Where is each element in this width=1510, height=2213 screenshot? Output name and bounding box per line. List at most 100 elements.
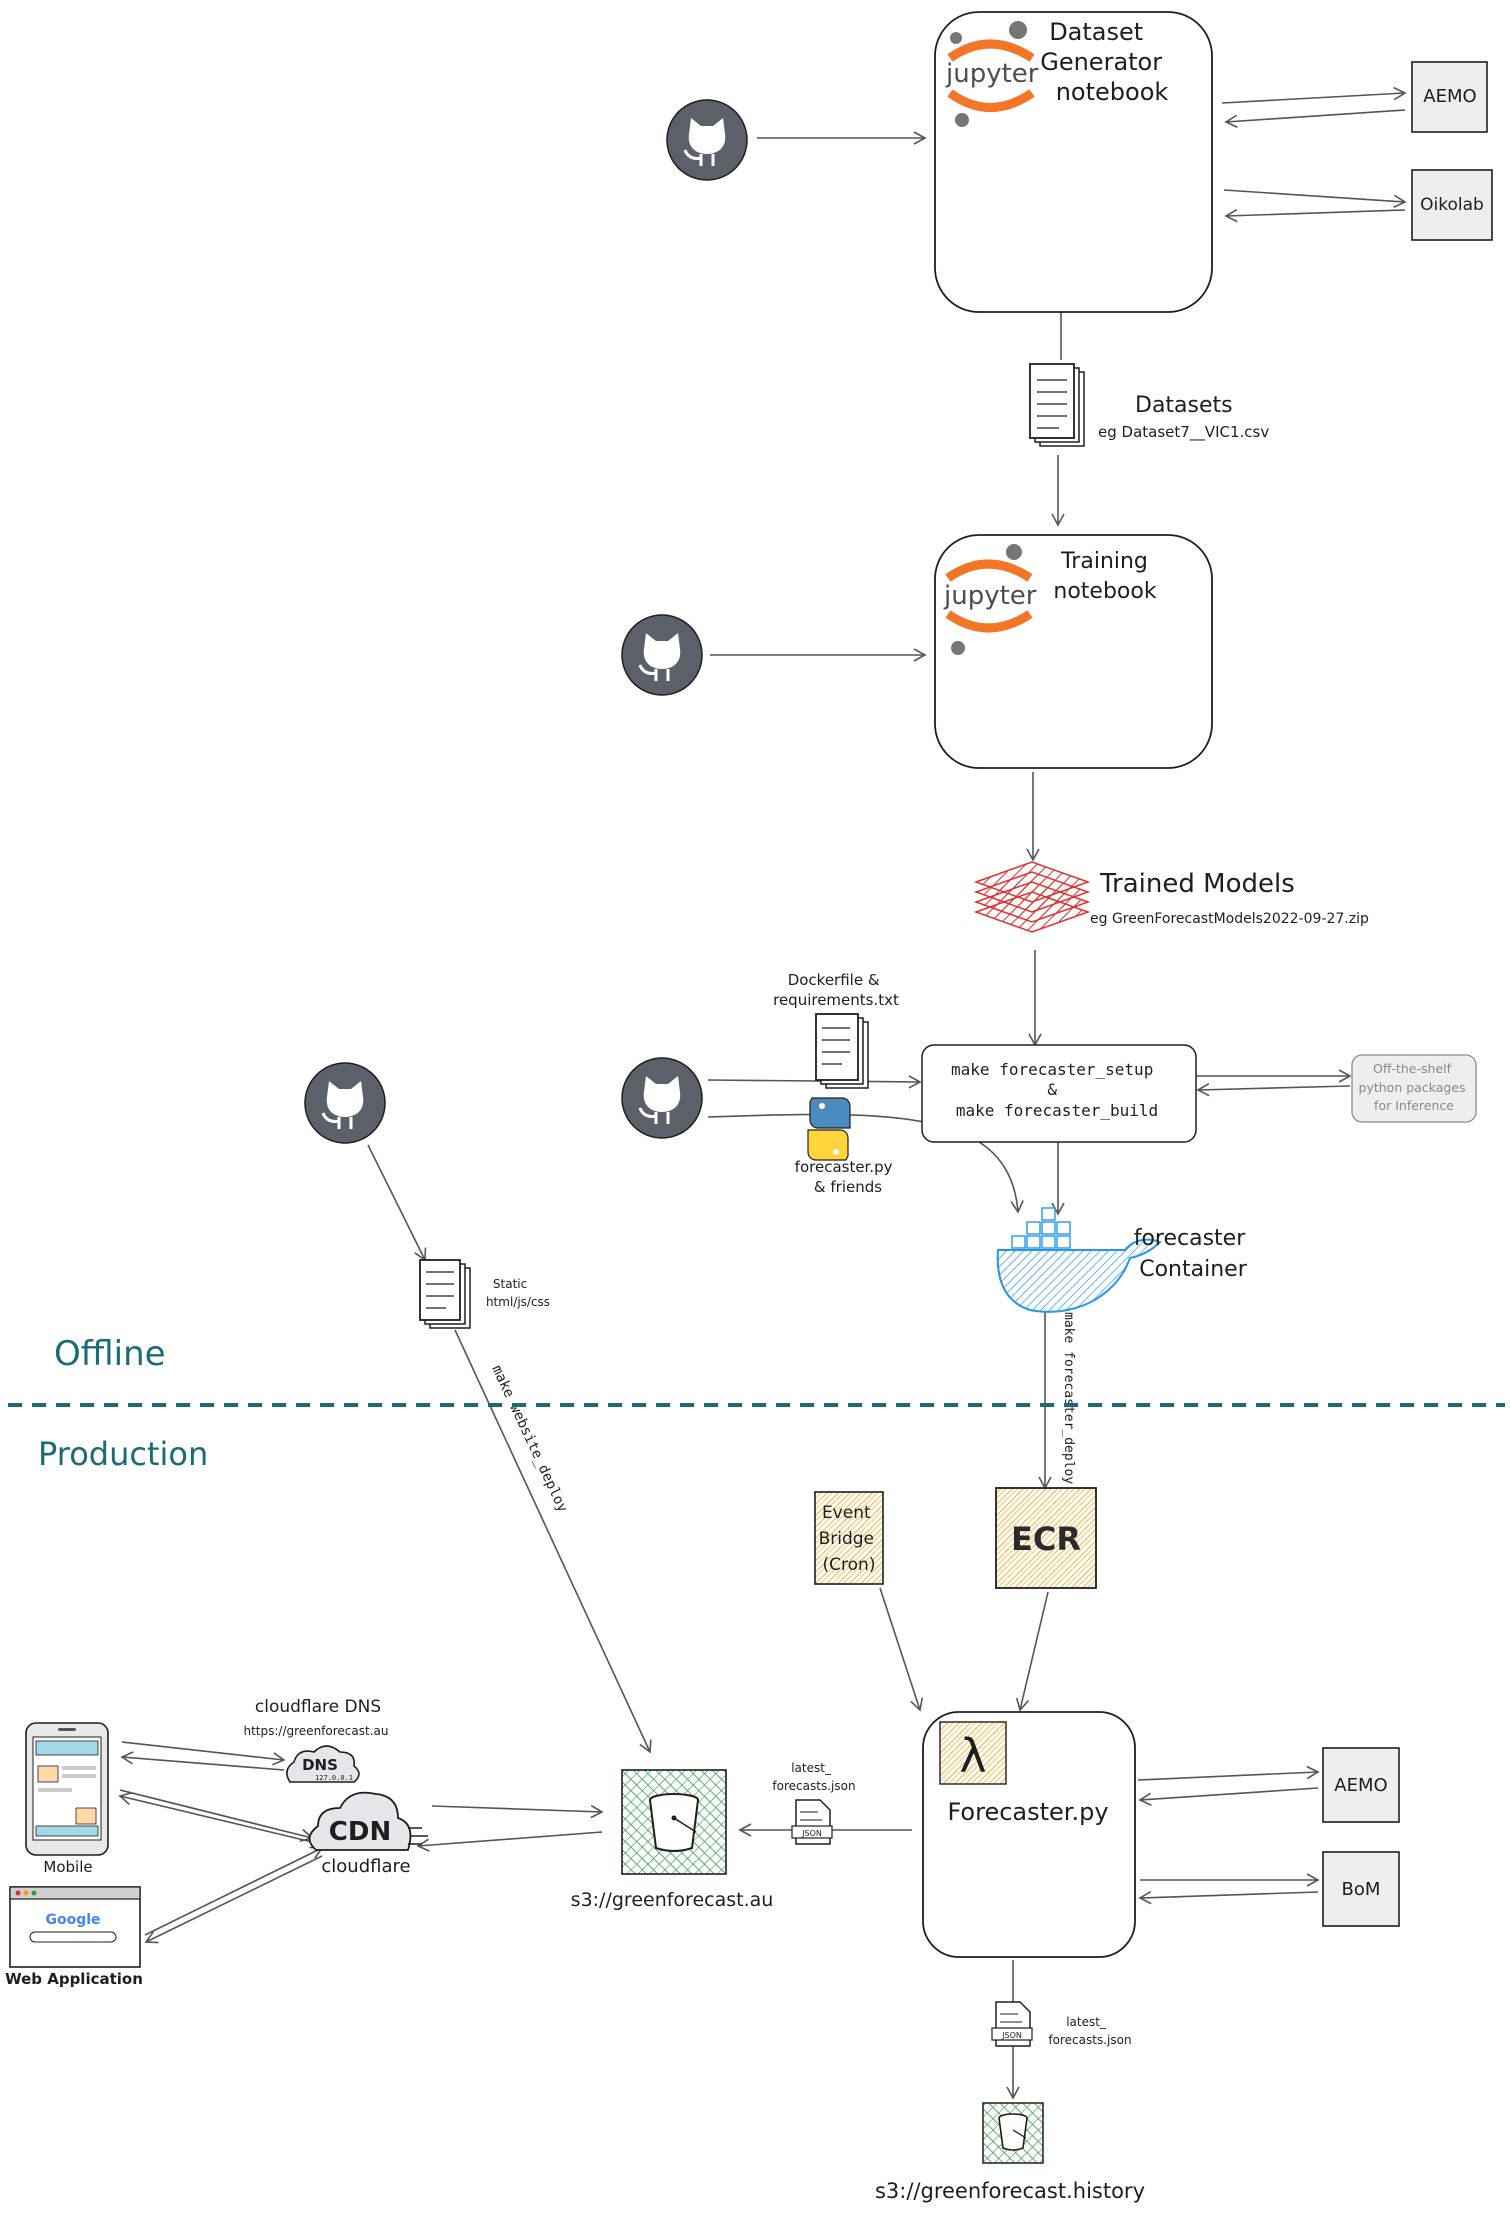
python-packages-box[interactable]: Off-the-shelf python packages for Infere… — [1351, 1054, 1477, 1123]
edge-mobile-cdn — [119, 1789, 314, 1842]
edge-github4-static — [367, 1144, 427, 1262]
json-file-icon: JSON — [991, 2001, 1033, 2047]
svg-text:forecaster Container: forecaster Container — [1134, 1226, 1253, 1282]
svg-text:Dataset Generator: Dataset Generator notebook — [1040, 18, 1170, 106]
svg-text:BoM: BoM — [1342, 1879, 1381, 1900]
training-notebook[interactable]: jupyter Training notebook — [934, 534, 1213, 769]
label-forecaster-deploy: make forecaster_deploy — [1061, 1312, 1076, 1484]
edge-generator-aemo — [1221, 86, 1407, 104]
svg-text:DNS: DNS — [302, 1756, 338, 1774]
svg-text:Off-the-shelf python pac: Off-the-shelf python packages for Infere… — [1359, 1061, 1470, 1113]
s3-main-label: s3://greenforecast.au — [571, 1889, 774, 1911]
trained-models-node[interactable]: Trained Models eg GreenForecastModels202… — [973, 861, 1369, 933]
cloudflare-dns-url: https://greenforecast.au — [244, 1724, 389, 1738]
document-stack-icon — [419, 1259, 471, 1329]
trained-models-title: Trained Models — [1099, 869, 1295, 899]
aemo-bottom-box[interactable]: AEMO — [1322, 1747, 1400, 1823]
svg-text:AEMO: AEMO — [1423, 86, 1476, 107]
training-title: Training — [1060, 549, 1148, 574]
bucket-icon — [998, 2113, 1028, 2151]
jupyter-logo: jupyter — [943, 544, 1037, 655]
document-stack-icon — [815, 1013, 869, 1089]
svg-text:λ: λ — [959, 1729, 986, 1783]
svg-text:latest_ forecasts.json: latest_ forecasts.json — [772, 1761, 855, 1793]
svg-text:CDN: CDN — [329, 1817, 391, 1847]
json-file-icon: JSON — [791, 1799, 833, 1845]
cloud-icon — [286, 1745, 360, 1783]
svg-text:jupyter: jupyter — [945, 59, 1039, 89]
edge-ecr-forecaster — [1015, 1591, 1049, 1712]
eventbridge-node[interactable]: Event Bridge (Cron) — [814, 1491, 884, 1585]
mobile-client[interactable]: Mobile — [25, 1722, 109, 1876]
svg-text:ECR: ECR — [1011, 1520, 1081, 1558]
svg-text:forecaster.py & friends: forecaster.py & friends — [795, 1158, 898, 1196]
svg-text:127.0.0.1: 127.0.0.1 — [315, 1774, 353, 1782]
web-application-client[interactable]: Google Web Application — [5, 1886, 143, 1988]
edge-webapp-cdn — [144, 1846, 324, 1936]
edge-aemo-forecaster — [1138, 1787, 1319, 1806]
svg-text:JSON: JSON — [801, 1829, 822, 1838]
edge-s3-cdn — [416, 1831, 603, 1852]
edge-eventbridge-forecaster — [879, 1587, 924, 1712]
oikolab-source-box[interactable]: Oikolab — [1411, 169, 1493, 241]
s3-history-bucket[interactable]: s3://greenforecast.history — [875, 2102, 1145, 2203]
github-icon[interactable] — [621, 614, 703, 696]
edge-oikolab-generator — [1224, 208, 1406, 223]
document-stack-icon — [1029, 363, 1085, 447]
datasets-title: Datasets — [1135, 393, 1233, 418]
python-icon — [807, 1097, 851, 1161]
trained-models-subtitle: eg GreenForecastModels2022-09-27.zip — [1090, 911, 1369, 927]
latest-forecasts-json-below[interactable]: JSON latest_ forecasts.json — [991, 2001, 1132, 2047]
edge-mobile-dns — [121, 1741, 286, 1766]
latest-forecasts-json-side[interactable]: latest_ forecasts.json JSON — [772, 1761, 856, 1845]
edge-aemo-generator — [1224, 109, 1406, 128]
offline-label: Offline — [54, 1334, 166, 1374]
svg-text:JSON: JSON — [1001, 2031, 1022, 2040]
datasets-subtitle: eg Dataset7__VIC1.csv — [1098, 423, 1269, 442]
svg-text:Static html/js/css: Static html/js/css — [486, 1277, 550, 1309]
cloudflare-dns-title: cloudflare DNS — [255, 1697, 381, 1717]
dataset-generator-title: Dataset — [1049, 18, 1143, 46]
phone-icon — [25, 1722, 109, 1856]
docker-icon — [996, 1207, 1162, 1313]
edge-generator-oikolab — [1223, 189, 1407, 208]
svg-text:jupyter: jupyter — [943, 581, 1037, 611]
github-icon[interactable] — [666, 99, 748, 181]
web-application-label: Web Application — [5, 1970, 143, 1988]
make-forecaster-build-box[interactable]: make forecaster_setup & make forecaster_… — [921, 1044, 1197, 1143]
layers-icon — [973, 861, 1091, 933]
edge-cdn-mobile — [118, 1791, 313, 1843]
cloudflare-cdn-node[interactable]: CDN cloudflare — [308, 1791, 428, 1877]
edge-cdn-s3 — [431, 1804, 604, 1819]
production-label: Production — [38, 1435, 208, 1473]
google-logo: Google — [45, 1912, 100, 1928]
edge-packages-make — [1196, 1083, 1351, 1097]
edge-static-s3 — [454, 1329, 652, 1754]
forecaster-lambda-node[interactable]: λ Forecaster.py — [922, 1711, 1136, 1958]
cloudflare-label: cloudflare — [321, 1856, 410, 1877]
svg-text:AEMO: AEMO — [1334, 1775, 1387, 1796]
edge-cdn-webapp — [144, 1855, 323, 1944]
bom-box[interactable]: BoM — [1322, 1851, 1400, 1927]
datasets-node[interactable]: Datasets eg Dataset7__VIC1.csv — [1029, 363, 1269, 447]
cloudflare-dns-node[interactable]: cloudflare DNS https://greenforecast.au … — [244, 1697, 389, 1783]
lambda-icon: λ — [939, 1721, 1007, 1785]
svg-text:Event Bridge (Cron: Event Bridge (Cron) — [819, 1503, 880, 1575]
s3-greenforecast-bucket[interactable]: s3://greenforecast.au — [571, 1769, 774, 1911]
forecaster-py-files-node[interactable]: forecaster.py & friends — [795, 1097, 898, 1196]
static-files-node[interactable]: Static html/js/css — [419, 1259, 550, 1329]
github-icon[interactable] — [304, 1062, 386, 1144]
edge-github3-make — [707, 1075, 922, 1089]
github-icon[interactable] — [621, 1057, 703, 1139]
cloud-icon — [308, 1791, 428, 1851]
dockerfile-node[interactable]: Dockerfile & requirements.txt — [773, 971, 899, 1089]
ecr-node[interactable]: ECR — [995, 1487, 1097, 1589]
svg-text:latest_ forecasts.json: latest_ forecasts.json — [1048, 2015, 1131, 2047]
edge-forecaster-aemo — [1137, 1765, 1320, 1781]
dataset-generator-notebook[interactable]: jupyter Dataset Generator notebook — [934, 11, 1213, 313]
svg-text:Training notebook: Training notebook — [1053, 549, 1156, 604]
aemo-source-box[interactable]: AEMO — [1411, 61, 1488, 133]
jupyter-logo: jupyter — [945, 21, 1039, 127]
forecaster-container-node[interactable]: forecaster Container — [996, 1207, 1253, 1313]
edge-bom-forecaster — [1138, 1890, 1319, 1905]
